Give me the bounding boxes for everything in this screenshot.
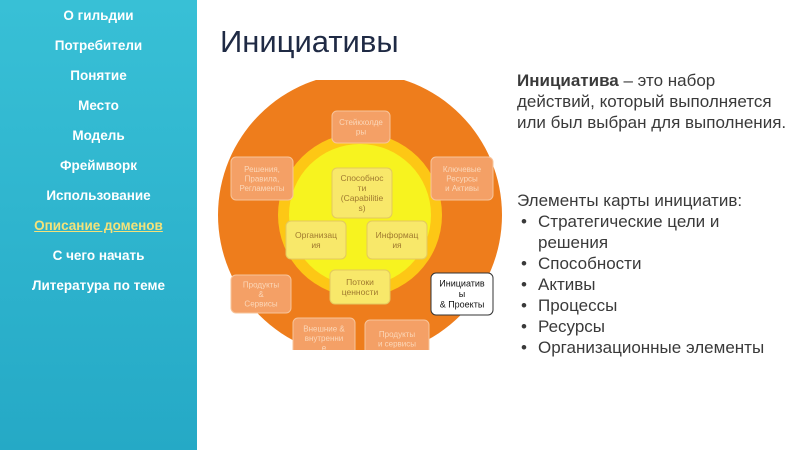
initiatives-projects-box [430, 272, 494, 316]
elements-list-item: Ресурсы [517, 316, 787, 337]
outer-element-box [230, 156, 294, 201]
initiatives-projects-box-label: ы [459, 289, 465, 299]
sidebar-item[interactable]: Потребители [54, 38, 143, 53]
sidebar-item[interactable]: О гильдии [63, 8, 134, 23]
sidebar-item[interactable]: Модель [72, 128, 125, 143]
outer-element-box-label: Регламенты [239, 184, 284, 193]
elements-list-item: Стратегические цели и решения [517, 211, 787, 253]
core-element-box-label: Потоки [346, 277, 374, 287]
core-element-box [366, 220, 428, 260]
elements-list-item: Организационные элементы [517, 337, 787, 358]
sidebar-item[interactable]: Фреймворк [60, 158, 137, 173]
elements-list-item: Активы [517, 274, 787, 295]
core-element-box-label: Информац [376, 230, 419, 240]
outer-element-box-label: Внешние & [303, 324, 345, 333]
core-element-box-label: ия [311, 240, 321, 250]
outer-element-box-label: Продукты [379, 330, 415, 339]
core-element-box-label: ти [358, 183, 367, 193]
outer-element-box-label: Правила, [245, 174, 280, 183]
outer-element-box-label: внутренни [305, 334, 344, 343]
core-element-box-label: Способнос [340, 173, 384, 183]
initiatives-projects-box-label: & Проекты [440, 300, 485, 310]
outer-element-box-label: е [322, 343, 327, 350]
core-element-box-label: s) [358, 203, 365, 213]
outer-element-box [430, 156, 494, 201]
core-element-box-label: Организац [295, 230, 337, 240]
outer-element-box-label: и сервисы [378, 340, 416, 349]
outer-element-box-label: Ключевые [443, 165, 482, 174]
core-element-box [285, 220, 347, 260]
sidebar-item[interactable]: Место [78, 98, 119, 113]
outer-element-box-label: и Активы [445, 184, 479, 193]
outer-element-box [292, 317, 356, 350]
elements-heading: Элементы карты инициатив: [517, 191, 743, 210]
sidebar-item[interactable]: Понятие [70, 68, 127, 83]
sidebar-item[interactable]: Описание доменов [34, 218, 163, 233]
sidebar-item[interactable]: Использование [46, 188, 151, 203]
outer-element-box-label: Продукты [243, 280, 279, 289]
elements-list-item: Процессы [517, 295, 787, 316]
outer-element-box-label: Стейкхолде [339, 118, 383, 127]
page-title: Инициативы [220, 24, 399, 59]
definition-text: Инициатива – это набор действий, который… [517, 70, 787, 133]
core-element-box-label: (Capabilitie [341, 193, 384, 203]
outer-element-box [331, 110, 391, 144]
sidebar-item[interactable]: Литература по теме [31, 278, 166, 293]
core-element-box [329, 269, 391, 305]
outer-element-box [230, 274, 292, 314]
outer-element-box-label: Сервисы [244, 299, 277, 308]
elements-list-item: Способности [517, 253, 787, 274]
outer-element-box-label: Ресурсы [446, 174, 478, 183]
definition-body: – это набор действий, который выполняетс… [517, 71, 787, 132]
outer-element-box [364, 319, 430, 350]
elements-list: Стратегические цели и решенияСпособности… [517, 211, 787, 358]
outer-element-box-label: ры [356, 128, 366, 137]
core-element-box-label: ия [392, 240, 402, 250]
initiatives-projects-box-label: Инициатив [439, 279, 485, 289]
sidebar-item[interactable]: С чего начать [52, 248, 145, 263]
outer-element-box-label: & [258, 290, 264, 299]
elements-section: Элементы карты инициатив: Стратегические… [517, 190, 787, 358]
definition-term: Инициатива [517, 71, 619, 90]
core-element-box-label: ценности [342, 287, 379, 297]
core-element-box [331, 167, 393, 219]
outer-element-box-label: Решения, [244, 165, 280, 174]
